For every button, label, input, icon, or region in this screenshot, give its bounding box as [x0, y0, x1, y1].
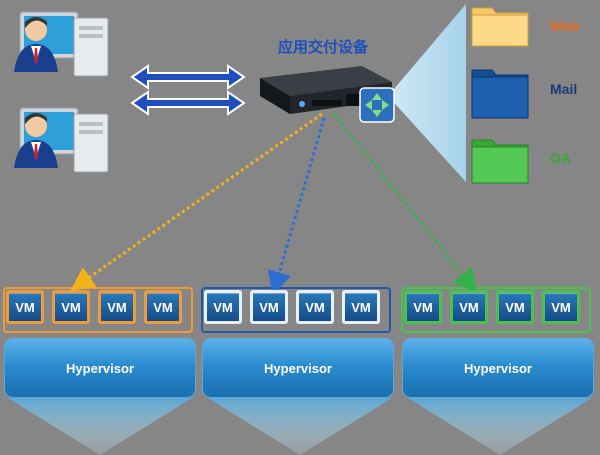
- vm-2-4: VM: [342, 290, 380, 324]
- double-arrow-icon: [130, 90, 246, 116]
- vm-3-1: VM: [404, 290, 442, 324]
- user-workstation-1-icon: [14, 11, 109, 77]
- load-balancer-icon: [359, 87, 395, 123]
- appliance-title: 应用交付设备: [277, 38, 368, 56]
- vm-2-2: VM: [250, 290, 288, 324]
- hypervisor-1: Hypervisor: [4, 338, 196, 398]
- vm-group-1: VM VM VM VM: [6, 288, 190, 336]
- user-workstation-2-icon: [14, 107, 109, 173]
- hypervisor-2: Hypervisor: [202, 338, 394, 398]
- web-folder-icon: [471, 7, 529, 47]
- hypervisor-3: Hypervisor: [402, 338, 594, 398]
- vm-1-3: VM: [98, 290, 136, 324]
- link-to-cluster-2: [267, 117, 326, 296]
- vm-3-4: VM: [542, 290, 580, 324]
- vm-group-2: VM VM VM VM: [204, 288, 388, 336]
- hypervisor-beam-3: [408, 398, 592, 455]
- link-to-cluster-1: [70, 112, 323, 291]
- app-folders: [471, 7, 529, 184]
- oa-folder-icon: [471, 139, 529, 184]
- hypervisor-beam-2: [208, 398, 392, 455]
- vm-3-3: VM: [496, 290, 534, 324]
- link-to-cluster-3: [332, 113, 478, 294]
- mail-app-label: Mail: [550, 81, 578, 97]
- vm-1-1: VM: [6, 290, 44, 324]
- oa-app-label: OA: [550, 150, 571, 166]
- hypervisor-beam-1: [8, 398, 192, 455]
- vm-1-2: VM: [52, 290, 90, 324]
- vm-3-2: VM: [450, 290, 488, 324]
- vm-1-4: VM: [144, 290, 182, 324]
- web-app-label: Web: [550, 18, 580, 34]
- mail-folder-icon: [471, 69, 529, 119]
- traffic-arrows: [130, 64, 246, 116]
- vm-group-3: VM VM VM VM: [404, 288, 588, 336]
- app-beam: [388, 4, 466, 182]
- vm-2-1: VM: [204, 290, 242, 324]
- adc-appliance-icon: [260, 66, 395, 123]
- vm-2-3: VM: [296, 290, 334, 324]
- users-group: [14, 11, 109, 173]
- double-arrow-icon: [130, 64, 246, 90]
